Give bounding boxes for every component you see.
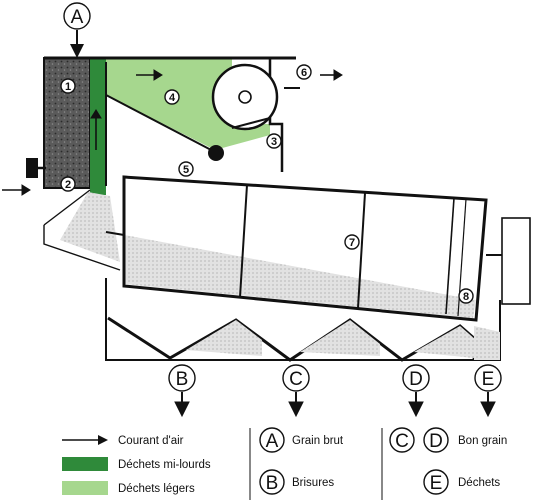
marker-1: 1 [60,78,76,94]
svg-text:5: 5 [183,164,189,176]
legend-b: B Brisures [259,469,334,495]
trough-fill-3 [414,326,476,358]
svg-text:C: C [289,369,303,390]
waste-outlet-fill [474,326,500,360]
legend-light-waste: Déchets légers [62,481,195,495]
svg-text:B: B [266,473,279,494]
stream-a: A [63,2,91,30]
collecting-troughs [107,316,478,362]
drum-grain-layer [124,235,476,318]
airlock-roller [208,145,224,161]
marker-2: 2 [60,176,76,192]
feed-chute-outline [43,189,91,226]
stream-d: D [402,364,430,392]
stream-e: E [474,364,502,392]
cylinder-section-3 [445,197,455,315]
marker-7: 7 [344,234,360,250]
fan-outlet-line [231,117,271,129]
inlet-a-arrowhead [70,44,84,58]
legend: Courant d'air Déchets mi-lourds Déchets … [62,427,507,500]
stream-b: B [168,364,196,392]
svg-text:D: D [429,431,443,452]
svg-text:7: 7 [349,237,355,249]
svg-text:E: E [482,369,495,390]
trough-fill-1 [186,320,262,356]
svg-text:E: E [430,473,443,494]
cylinder-section-2 [357,192,366,309]
svg-text:Déchets légers: Déchets légers [118,483,195,495]
svg-text:Courant d'air: Courant d'air [118,435,184,447]
legend-cd: C D Bon grain [389,427,507,453]
stream-c: C [282,364,310,392]
trough-fill-2 [300,320,380,356]
marker-6: 6 [296,64,312,80]
feed-gate-handle [26,158,38,178]
air-flow-arrows [2,69,343,196]
outlet-arrows [174,392,496,418]
marker-3: 3 [266,133,282,149]
legend-e: E Déchets [423,469,500,495]
svg-text:6: 6 [301,67,307,79]
svg-text:Grain brut: Grain brut [292,435,344,447]
svg-text:A: A [71,7,84,28]
cylinder-inlet-lip [105,231,125,236]
svg-text:C: C [395,431,409,452]
legend-a: A Grain brut [259,427,344,453]
marker-4: 4 [164,89,180,105]
svg-text:1: 1 [65,81,71,93]
legend-medium-heavy-waste: Déchets mi-lourds [62,457,211,471]
svg-text:D: D [409,369,423,390]
legend-air-flow: Courant d'air [62,435,184,447]
svg-text:A: A [266,431,279,452]
marker-5: 5 [178,161,194,177]
fan-hub [238,90,252,104]
grain-trough-outline [43,225,121,271]
marker-8: 8 [458,288,474,304]
svg-text:3: 3 [271,136,277,148]
inlet-hopper [43,57,91,189]
cylinder-section-1 [239,184,248,298]
lower-housing [105,278,501,361]
svg-text:B: B [176,369,189,390]
svg-text:Bon grain: Bon grain [458,435,507,447]
medium-heavy-waste-channel [90,58,106,195]
svg-text:8: 8 [463,291,469,303]
svg-text:2: 2 [65,179,71,191]
svg-text:4: 4 [169,92,176,104]
drive-housing [501,217,531,305]
svg-text:Déchets: Déchets [458,477,500,489]
svg-text:Déchets mi-lourds: Déchets mi-lourds [118,459,211,471]
grain-flow [60,192,120,262]
svg-text:Brisures: Brisures [292,477,334,489]
sorting-cylinder [122,175,488,322]
chamber-divider [105,94,216,153]
